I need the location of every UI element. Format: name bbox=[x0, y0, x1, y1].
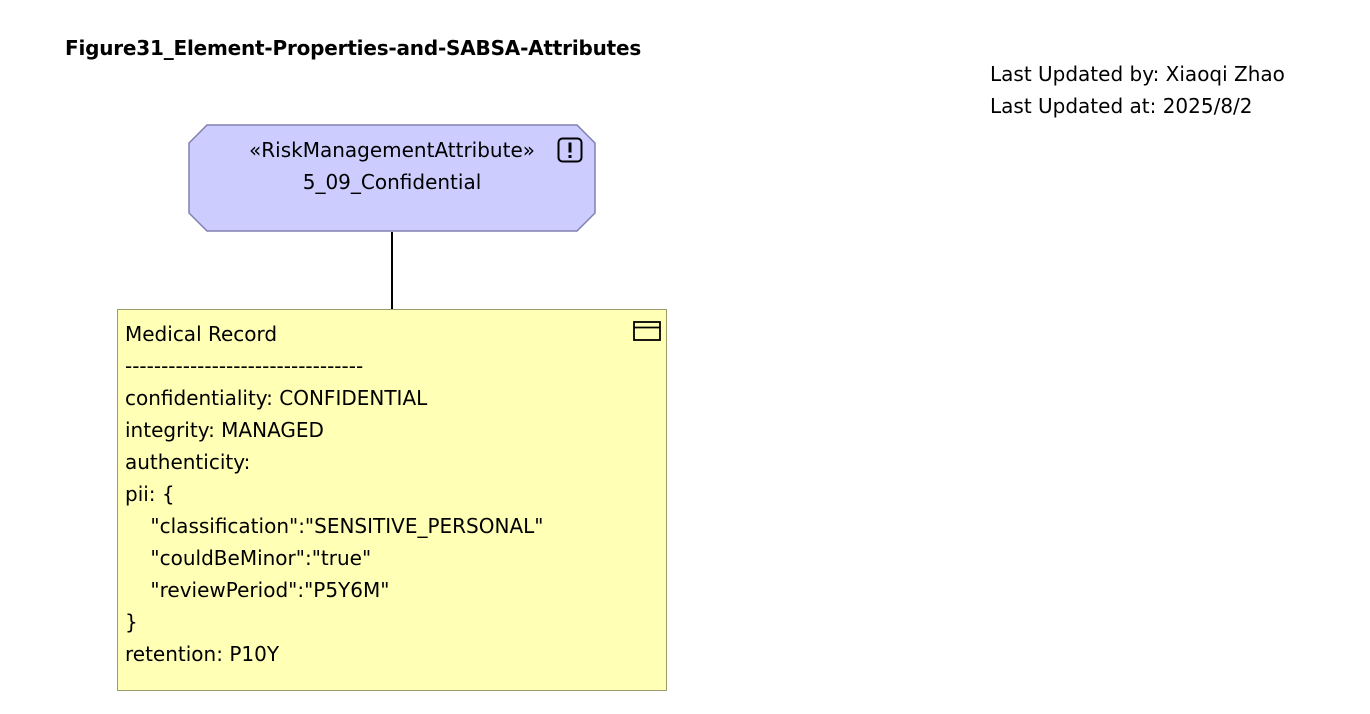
risk-management-attribute-node[interactable]: «RiskManagementAttribute» 5_09_Confident… bbox=[188, 124, 596, 232]
pii-review-period: "reviewPeriod":"P5Y6M" bbox=[125, 578, 390, 602]
element-name: Medical Record bbox=[125, 322, 278, 346]
attribute-stereotype: «RiskManagementAttribute» bbox=[249, 138, 535, 162]
property-confidentiality: confidentiality: CONFIDENTIAL bbox=[125, 386, 428, 410]
attribute-name: 5_09_Confidential bbox=[302, 170, 482, 194]
exclamation-box-icon bbox=[557, 137, 583, 163]
last-updated-info: Last Updated by: Xiaoqi Zhao Last Update… bbox=[990, 58, 1285, 122]
last-updated-by: Last Updated by: Xiaoqi Zhao bbox=[990, 62, 1285, 86]
last-updated-at: Last Updated at: 2025/8/2 bbox=[990, 94, 1253, 118]
property-authenticity: authenticity: bbox=[125, 450, 251, 474]
property-integrity: integrity: MANAGED bbox=[125, 418, 324, 442]
class-element-icon bbox=[633, 321, 661, 341]
medical-record-element-node[interactable]: Medical Record -------------------------… bbox=[117, 309, 667, 691]
diagram-title: Figure31_Element-Properties-and-SABSA-At… bbox=[65, 36, 642, 60]
separator-line: --------------------------------- bbox=[125, 354, 364, 378]
property-retention: retention: P10Y bbox=[125, 642, 280, 666]
property-pii-open: pii: { bbox=[125, 482, 175, 506]
property-pii-close: } bbox=[125, 610, 138, 634]
pii-classification: "classification":"SENSITIVE_PERSONAL" bbox=[125, 514, 544, 538]
octagon-shape bbox=[188, 124, 596, 232]
pii-could-be-minor: "couldBeMinor":"true" bbox=[125, 546, 372, 570]
element-properties-text: Medical Record -------------------------… bbox=[125, 318, 543, 670]
